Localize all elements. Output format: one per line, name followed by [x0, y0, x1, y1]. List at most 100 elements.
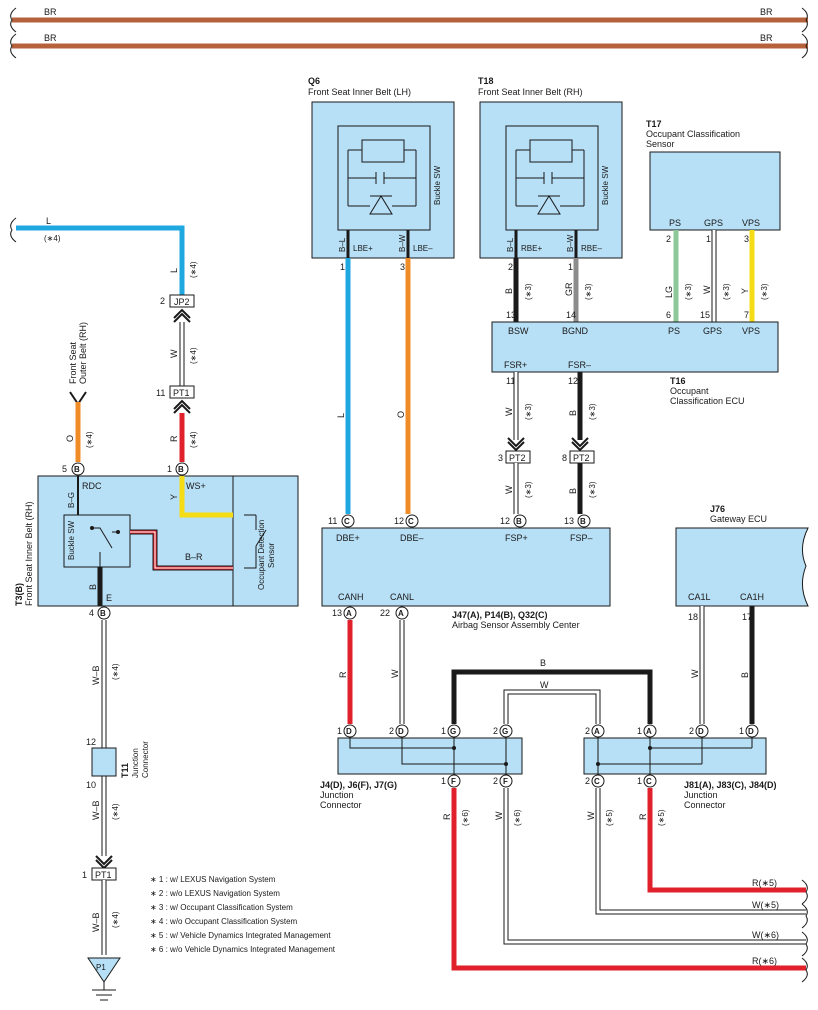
t3-id: T3(B): [14, 583, 24, 606]
svg-text:VPS: VPS: [742, 326, 760, 336]
rdc-label: RDC: [82, 481, 102, 491]
conn-circle: [71, 462, 85, 476]
wire-label-w6: W(∗6): [752, 930, 779, 940]
svg-text:W–B: W–B: [91, 665, 101, 685]
svg-text:A: A: [346, 609, 352, 618]
svg-text:D: D: [346, 727, 352, 736]
svg-text:Junction: Junction: [684, 790, 718, 800]
svg-text:PS: PS: [669, 218, 681, 228]
svg-text:B: B: [100, 609, 106, 618]
svg-text:B–L: B–L: [338, 237, 347, 252]
svg-text:T11: T11: [120, 763, 130, 778]
svg-text:B: B: [516, 517, 522, 526]
svg-text:Airbag Sensor Assembly Center: Airbag Sensor Assembly Center: [452, 620, 580, 630]
svg-text:DBE–: DBE–: [400, 533, 424, 543]
svg-text:(∗3): (∗3): [760, 283, 769, 300]
svg-text:(∗6): (∗6): [513, 809, 522, 826]
notes-list: ∗ 1 : w/ LEXUS Navigation System ∗ 2 : w…: [150, 875, 336, 954]
svg-text:12: 12: [500, 516, 510, 526]
svg-text:1: 1: [568, 262, 573, 272]
svg-text:A: A: [646, 727, 652, 736]
note-item: ∗ 1 : w/ LEXUS Navigation System: [150, 875, 276, 884]
svg-text:11: 11: [506, 376, 515, 386]
svg-text:Buckle SW: Buckle SW: [433, 165, 442, 205]
wire-label-w5: W(∗5): [752, 900, 779, 910]
wire-note: (∗4): [189, 431, 198, 448]
svg-text:(∗3): (∗3): [722, 283, 731, 300]
jp2-label: JP2: [174, 297, 190, 307]
svg-text:10: 10: [86, 780, 96, 790]
svg-text:GPS: GPS: [703, 326, 722, 336]
j76-gateway-ecu: J76 Gateway ECU CA1L CA1H 18 17 W B: [675, 504, 809, 724]
br-label: BR: [44, 7, 57, 17]
front-seat-outer-belt: Front Seat Outer Belt (RH) O (∗4): [65, 322, 94, 462]
svg-text:W: W: [702, 285, 712, 294]
wire-note: (∗4): [189, 261, 198, 278]
svg-text:W–B: W–B: [91, 912, 101, 932]
svg-text:LG: LG: [664, 286, 674, 298]
svg-text:11: 11: [156, 388, 165, 398]
j81-junction-connector: A2 A1 D2 D1 C2 C1 J81(A), J83(C), J84(D)…: [583, 724, 777, 810]
note-item: ∗ 4 : w/o Occupant Classification System: [150, 917, 298, 926]
svg-text:7: 7: [744, 310, 749, 320]
svg-text:W: W: [494, 811, 504, 820]
svg-text:CA1H: CA1H: [740, 592, 764, 602]
svg-text:(∗3): (∗3): [684, 283, 693, 300]
svg-text:GPS: GPS: [704, 218, 723, 228]
svg-text:W: W: [540, 680, 549, 690]
sensor-label: Sensor: [267, 542, 276, 568]
svg-text:T18: T18: [478, 76, 494, 86]
svg-text:2: 2: [585, 726, 590, 736]
svg-text:(∗3): (∗3): [588, 481, 597, 498]
svg-text:R: R: [638, 813, 648, 820]
svg-text:6: 6: [666, 310, 671, 320]
outer-belt-label: Front Seat: [68, 341, 78, 384]
svg-text:2: 2: [585, 776, 590, 786]
svg-text:13: 13: [506, 310, 516, 320]
jp2-connector: 2 JP2: [160, 294, 195, 323]
svg-text:J76: J76: [710, 504, 725, 514]
right-break-icon: [801, 7, 808, 59]
svg-text:FSR+: FSR+: [504, 360, 527, 370]
svg-text:W: W: [690, 669, 700, 678]
wire-note: (∗4): [189, 347, 198, 364]
svg-text:Classification ECU: Classification ECU: [670, 396, 745, 406]
svg-text:R: R: [442, 813, 452, 820]
svg-text:Junction: Junction: [320, 790, 354, 800]
svg-text:D: D: [748, 727, 754, 736]
wire-color-label: R: [169, 435, 179, 442]
note-item: ∗ 3 : w/ Occupant Classification System: [150, 903, 293, 912]
svg-text:D: D: [398, 727, 404, 736]
svg-text:8: 8: [562, 453, 567, 463]
br-bus: BR BR BR BR: [10, 7, 808, 59]
ws-label: WS+: [186, 481, 206, 491]
svg-text:A: A: [594, 727, 600, 736]
jp2-box: [169, 294, 195, 308]
svg-text:B: B: [568, 488, 578, 494]
r-wire-ws: R (∗4): [169, 413, 198, 462]
svg-text:2: 2: [160, 296, 165, 306]
svg-text:B–L: B–L: [506, 237, 515, 252]
svg-text:13: 13: [564, 516, 574, 526]
svg-text:O: O: [396, 411, 406, 418]
note-item: ∗ 6 : w/o Vehicle Dynamics Integrated Ma…: [150, 945, 336, 954]
svg-text:2: 2: [508, 262, 513, 272]
svg-text:F: F: [503, 777, 508, 786]
svg-text:PT2: PT2: [509, 453, 526, 463]
pt1-label: PT1: [173, 388, 190, 398]
svg-text:5: 5: [62, 464, 67, 474]
pt1-connector-upper: 11 PT1: [156, 385, 195, 414]
sensor-label: Occupant Detection: [257, 520, 266, 590]
svg-text:B–R: B–R: [185, 552, 203, 562]
airbag-sensor-assembly: C 11 C 12 B 12 B 13 DBE+ DBE– FSP+ FSP– …: [321, 514, 611, 630]
svg-text:CANL: CANL: [390, 592, 414, 602]
t16-occupant-classification-ecu: BSW BGND PS GPS VPS FSR+ FSR– T16 Occupa…: [491, 321, 779, 514]
svg-text:PT2: PT2: [573, 453, 590, 463]
svg-text:Y: Y: [740, 288, 750, 294]
svg-text:C: C: [344, 517, 350, 526]
svg-text:GR: GR: [564, 282, 574, 296]
svg-text:2: 2: [493, 726, 498, 736]
wire-note: (∗4): [44, 234, 61, 243]
svg-text:C: C: [408, 517, 414, 526]
svg-text:B: B: [504, 288, 514, 294]
